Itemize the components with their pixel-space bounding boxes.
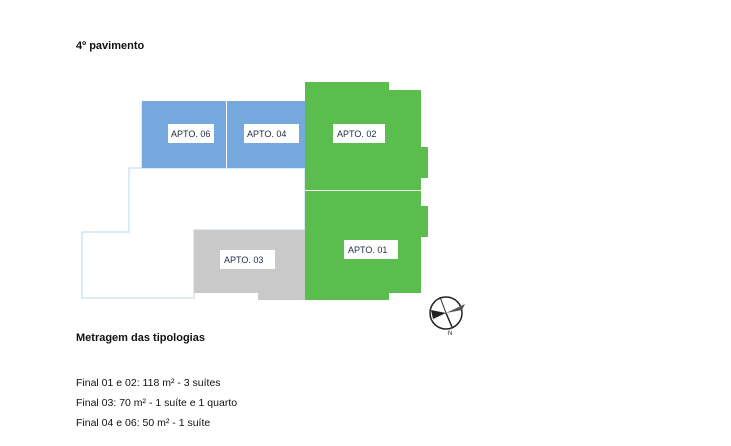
unit-apto-01[interactable]: APTO. 01 bbox=[305, 191, 428, 300]
typologies-title: Metragem das tipologias bbox=[76, 332, 205, 344]
list-item: Final 01 e 02: 118 m² - 3 suítes bbox=[76, 377, 221, 389]
typologies-list: Final 01 e 02: 118 m² - 3 suítes Final 0… bbox=[76, 373, 237, 433]
unit-label-apto-04: APTO. 04 bbox=[247, 129, 286, 139]
unit-apto-06[interactable]: APTO. 06 bbox=[142, 101, 226, 168]
compass-north-label: N bbox=[448, 331, 452, 337]
unit-label-apto-03: APTO. 03 bbox=[224, 255, 263, 265]
unit-label-apto-02: APTO. 02 bbox=[337, 129, 376, 139]
unit-apto-03[interactable]: APTO. 03 bbox=[194, 230, 305, 300]
unit-apto-04[interactable]: APTO. 04 bbox=[227, 101, 305, 168]
unit-label-apto-01: APTO. 01 bbox=[348, 245, 387, 255]
unit-label-apto-06: APTO. 06 bbox=[171, 129, 210, 139]
list-item: Final 03: 70 m² - 1 suíte e 1 quarto bbox=[76, 397, 238, 409]
floor-title: 4º pavimento bbox=[76, 40, 145, 52]
compass-rose-icon: N bbox=[429, 296, 465, 337]
unit-apto-02[interactable]: APTO. 02 bbox=[305, 82, 428, 190]
list-item: Final 04 e 06: 50 m² - 1 suíte bbox=[76, 417, 211, 429]
